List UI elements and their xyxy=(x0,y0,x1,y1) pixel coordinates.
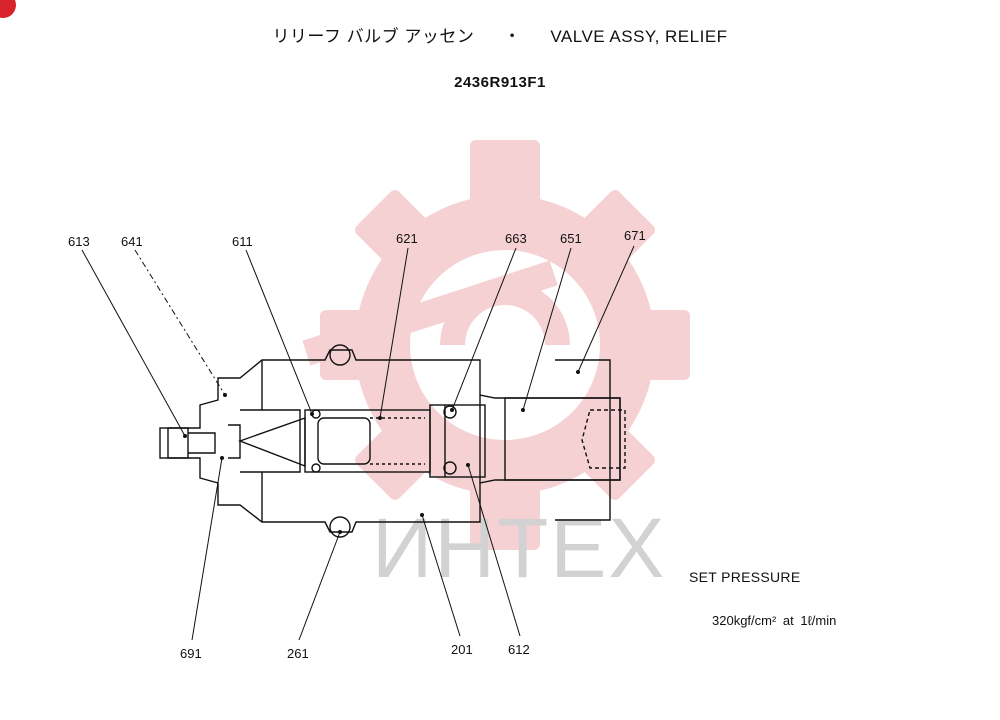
corner-badge-icon xyxy=(0,0,16,18)
adjust-screw-651 xyxy=(504,397,621,481)
o-ring-663-bottom xyxy=(443,461,457,475)
small-ring-bottom xyxy=(311,463,321,473)
watermark-text: ИНТЕХ xyxy=(372,501,666,595)
inner-bore xyxy=(240,409,301,473)
dot-691 xyxy=(220,456,224,460)
callout-201: 201 xyxy=(451,642,473,657)
stem-613 xyxy=(159,427,189,459)
title-separator: ・ xyxy=(503,27,522,46)
callout-labels: 613 641 611 621 663 651 671 691 261 201 … xyxy=(68,228,646,661)
leader-613 xyxy=(81,249,186,437)
leader-612 xyxy=(467,464,521,637)
o-ring-261-top xyxy=(329,344,351,366)
leader-671 xyxy=(577,245,635,373)
watermark-gear-icon xyxy=(302,140,690,550)
leader-651 xyxy=(522,247,572,411)
dot-201 xyxy=(420,513,424,517)
lock-nut-671 xyxy=(555,359,611,521)
dot-671 xyxy=(576,370,580,374)
dot-612 xyxy=(466,463,470,467)
dot-611 xyxy=(310,412,314,416)
leader-641 xyxy=(134,249,226,396)
callout-691: 691 xyxy=(180,646,202,661)
dot-641 xyxy=(223,393,227,397)
spring-seat-612 xyxy=(429,404,486,478)
callout-261: 261 xyxy=(287,646,309,661)
watermark-gear-stroke xyxy=(302,260,558,366)
dot-651 xyxy=(521,408,525,412)
o-ring-663 xyxy=(443,405,457,419)
leader-611 xyxy=(245,249,313,415)
leader-lines xyxy=(81,245,635,641)
piston-chamber xyxy=(317,417,371,465)
callout-663: 663 xyxy=(505,231,527,246)
page-title: リリーフ バルブ アッセン ・ VALVE ASSY, RELIEF xyxy=(0,22,1000,47)
set-pressure-value: 320kgf/cm² at 1ℓ/min xyxy=(712,613,837,628)
callout-671: 671 xyxy=(624,228,646,243)
leader-dots xyxy=(183,370,580,534)
title-english: VALVE ASSY, RELIEF xyxy=(550,27,728,46)
stem-shaft xyxy=(188,432,216,454)
o-ring-261 xyxy=(329,516,351,538)
dot-663 xyxy=(450,408,454,412)
seat-691 xyxy=(228,424,241,459)
callout-611: 611 xyxy=(232,234,253,249)
leader-663 xyxy=(451,247,517,411)
part-number: 2436R913F1 xyxy=(454,74,546,91)
leader-261 xyxy=(298,531,341,641)
callout-651: 651 xyxy=(560,231,582,246)
title-japanese: リリーフ バルブ アッセン xyxy=(272,27,475,46)
leader-621 xyxy=(379,247,409,419)
leader-201 xyxy=(421,514,461,637)
dot-621 xyxy=(378,416,382,420)
callout-621: 621 xyxy=(396,231,418,246)
callout-613: 613 xyxy=(68,234,90,249)
callout-641: 641 xyxy=(121,234,143,249)
leader-691 xyxy=(191,457,223,641)
callout-612: 612 xyxy=(508,642,530,657)
dot-613 xyxy=(183,434,187,438)
poppet-cone xyxy=(237,417,306,468)
dot-261 xyxy=(338,530,342,534)
set-pressure-label: SET PRESSURE xyxy=(689,569,801,585)
hex-socket-hidden xyxy=(581,409,626,469)
